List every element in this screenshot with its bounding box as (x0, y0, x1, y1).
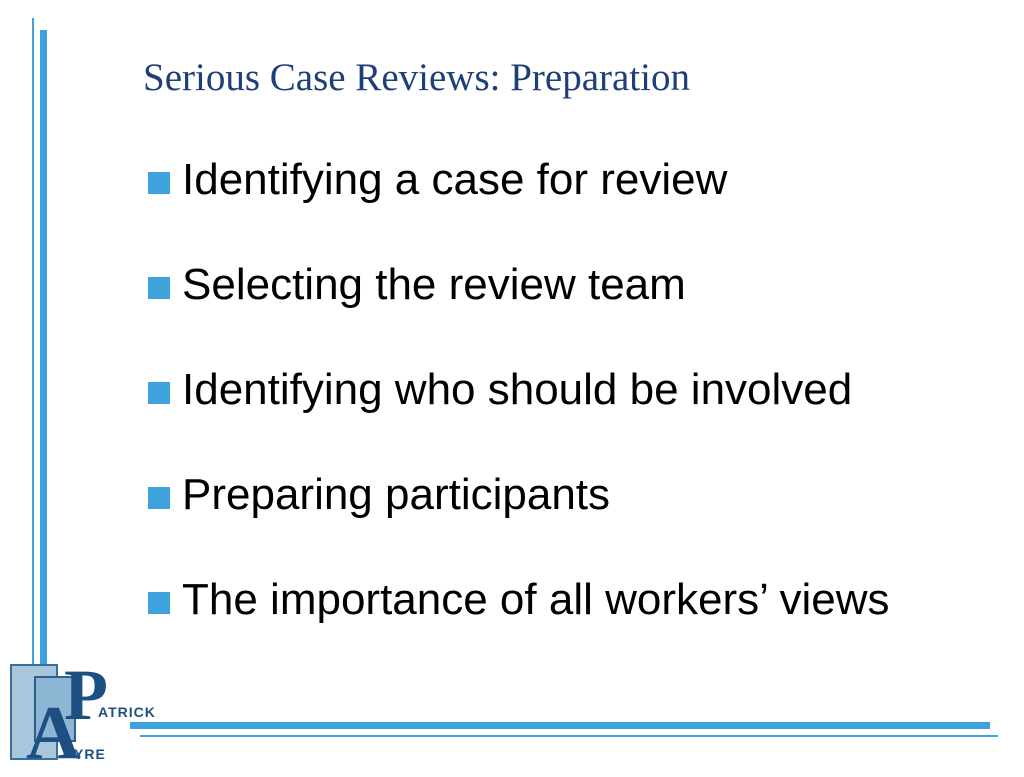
bullet-item-1: Identifying a case for review (145, 150, 995, 210)
bullet-text: The importance of all workers’ views (182, 575, 890, 624)
bullet-text: Identifying who should be involved (182, 365, 853, 414)
square-bullet-icon (148, 382, 170, 404)
bottom-frame-line-thick (130, 722, 990, 729)
square-bullet-icon (148, 592, 170, 614)
bullet-item-5: The importance of all workers’ views (145, 570, 995, 630)
patrick-ayre-logo: P ATRICK A YRE (8, 655, 155, 775)
bullet-text: Preparing participants (182, 470, 611, 519)
logo-letter-p: P (64, 655, 108, 735)
left-frame-line-thin (32, 18, 34, 693)
left-frame-line-thick (40, 30, 47, 730)
logo-word-bottom: YRE (74, 746, 106, 762)
slide-title: Serious Case Reviews: Preparation (143, 56, 690, 99)
square-bullet-icon (148, 487, 170, 509)
square-bullet-icon (148, 172, 170, 194)
bullet-text: Selecting the review team (182, 260, 686, 309)
logo-letter-a: A (26, 691, 81, 775)
bottom-frame-line-thin (140, 735, 998, 737)
logo-front-panel (34, 676, 76, 742)
square-bullet-icon (148, 277, 170, 299)
bullet-item-3: Identifying who should be involved (145, 360, 995, 420)
bullet-item-2: Selecting the review team (145, 255, 995, 315)
bullet-text: Identifying a case for review (182, 155, 728, 204)
bullet-list: Identifying a case for review Selecting … (145, 150, 995, 675)
logo-word-top: ATRICK (98, 704, 156, 720)
bullet-item-4: Preparing participants (145, 465, 995, 525)
